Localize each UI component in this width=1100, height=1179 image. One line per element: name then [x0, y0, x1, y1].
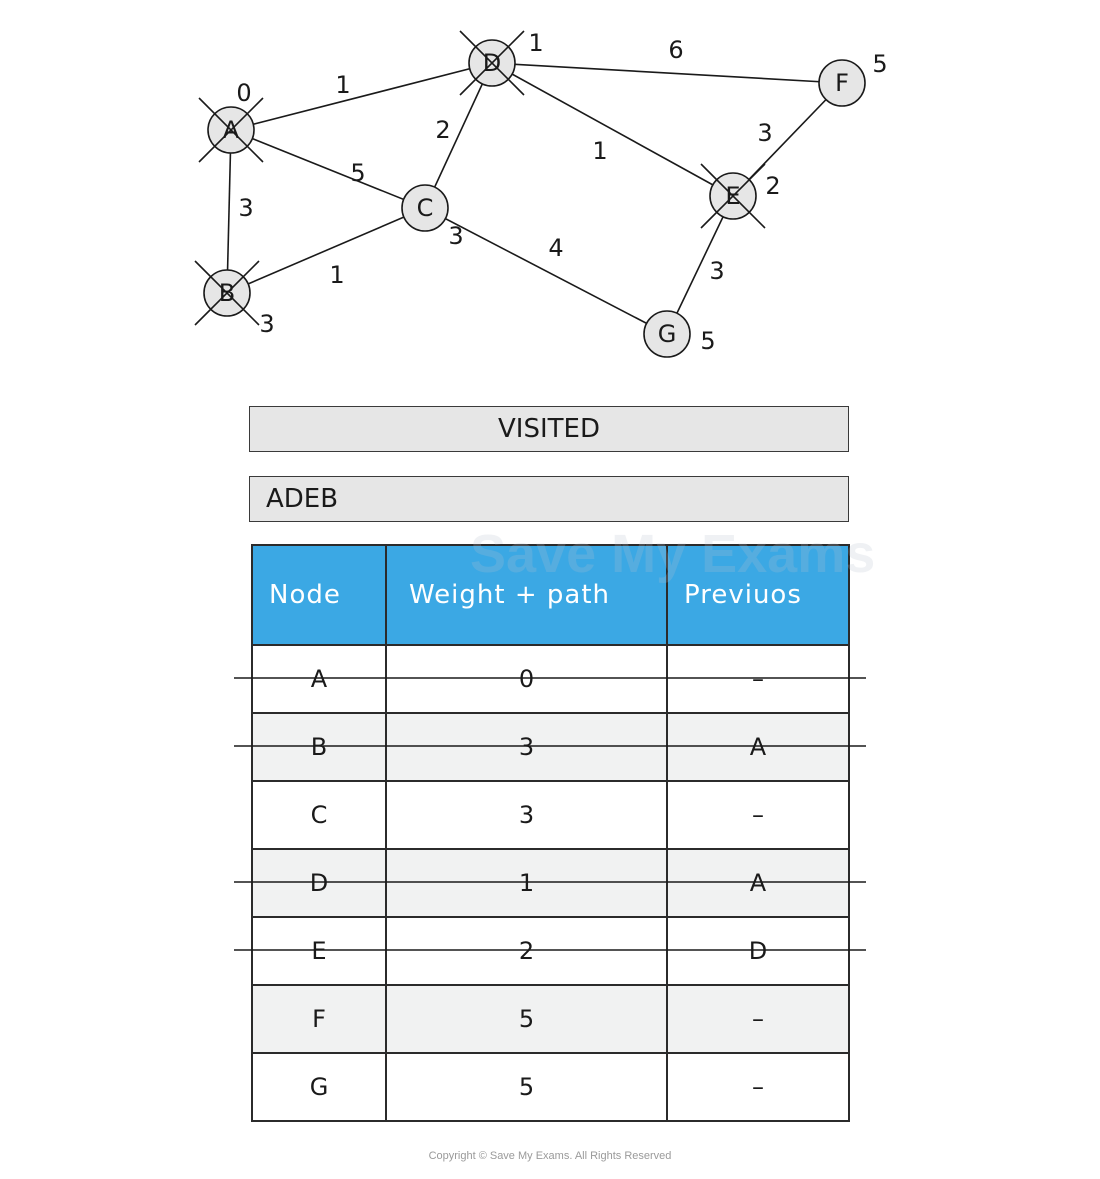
- cell-node: A: [251, 644, 387, 714]
- cell-previous: –: [666, 644, 850, 714]
- node-e: E2: [700, 163, 781, 229]
- node-distance-label: 3: [259, 310, 274, 338]
- graph-nodes: A0D1F5C3E2B3G5: [194, 29, 888, 358]
- edge-weight-label: 2: [435, 116, 450, 144]
- edge-D-E: [491, 62, 734, 197]
- node-circle: [643, 310, 691, 358]
- edge-A-D: [230, 62, 493, 131]
- node-distance-label: 1: [528, 29, 543, 57]
- graph-edge-weights: 1 6 5 2 1 3 3 1 4 3: [238, 36, 772, 289]
- edge-A-B: [226, 129, 232, 294]
- cell-node: G: [251, 1052, 387, 1122]
- node-f: F5: [818, 50, 888, 107]
- cell-weight: 5: [385, 984, 668, 1054]
- node-distance-label: 0: [236, 79, 251, 107]
- node-label: G: [658, 320, 677, 348]
- edge-weight-label: 3: [709, 257, 724, 285]
- cell-previous: –: [666, 1052, 850, 1122]
- cell-node: D: [251, 848, 387, 918]
- cell-weight: 2: [385, 916, 668, 986]
- node-d: D1: [459, 29, 544, 96]
- node-distance-label: 5: [700, 327, 715, 355]
- edge-A-C: [230, 129, 426, 209]
- node-distance-label: 3: [448, 222, 463, 250]
- visited-header: VISITED: [249, 406, 849, 452]
- edge-weight-label: 6: [668, 36, 683, 64]
- edge-weight-label: 4: [548, 234, 563, 262]
- node-a: A0: [198, 79, 264, 163]
- edge-weight-label: 1: [335, 71, 350, 99]
- edge-E-G: [666, 195, 734, 335]
- cell-previous: –: [666, 780, 850, 850]
- table-header-row: Node Weight + path Previuos: [251, 544, 850, 646]
- cell-node: E: [251, 916, 387, 986]
- column-header-previous: Previuos: [666, 544, 850, 646]
- cell-node: B: [251, 712, 387, 782]
- edge-weight-label: 3: [238, 194, 253, 222]
- node-distance-label: 2: [765, 172, 780, 200]
- graph-edges: [226, 62, 843, 335]
- edge-C-G: [424, 207, 668, 335]
- cell-previous: A: [666, 848, 850, 918]
- node-c: C3: [401, 184, 464, 250]
- edge-B-C: [226, 207, 426, 294]
- edge-D-F: [491, 62, 843, 84]
- copyright-notice: Copyright © Save My Exams. All Rights Re…: [428, 1150, 672, 1162]
- cell-weight: 0: [385, 644, 668, 714]
- edge-weight-label: 1: [329, 261, 344, 289]
- visited-list: ADEB: [249, 476, 849, 522]
- node-cross-mark: [194, 260, 260, 326]
- node-cross-mark: [700, 163, 766, 229]
- cell-weight: 1: [385, 848, 668, 918]
- node-label: F: [835, 69, 849, 97]
- cell-node: C: [251, 780, 387, 850]
- cell-previous: A: [666, 712, 850, 782]
- column-header-node: Node: [251, 544, 387, 646]
- node-cross-mark: [459, 30, 525, 96]
- cell-node: F: [251, 984, 387, 1054]
- edge-weight-label: 3: [757, 119, 772, 147]
- node-circle: [401, 184, 449, 232]
- node-distance-label: 5: [872, 50, 887, 78]
- cell-previous: D: [666, 916, 850, 986]
- node-circle: [818, 59, 866, 107]
- node-b: B3: [194, 260, 275, 338]
- cell-weight: 3: [385, 712, 668, 782]
- cell-weight: 3: [385, 780, 668, 850]
- edge-D-C: [424, 62, 493, 209]
- edge-weight-label: 1: [592, 137, 607, 165]
- cell-weight: 5: [385, 1052, 668, 1122]
- column-header-weight-path: Weight + path: [385, 544, 668, 646]
- edge-weight-label: 5: [350, 159, 365, 187]
- cell-previous: –: [666, 984, 850, 1054]
- node-label: C: [417, 194, 434, 222]
- node-cross-mark: [198, 97, 264, 163]
